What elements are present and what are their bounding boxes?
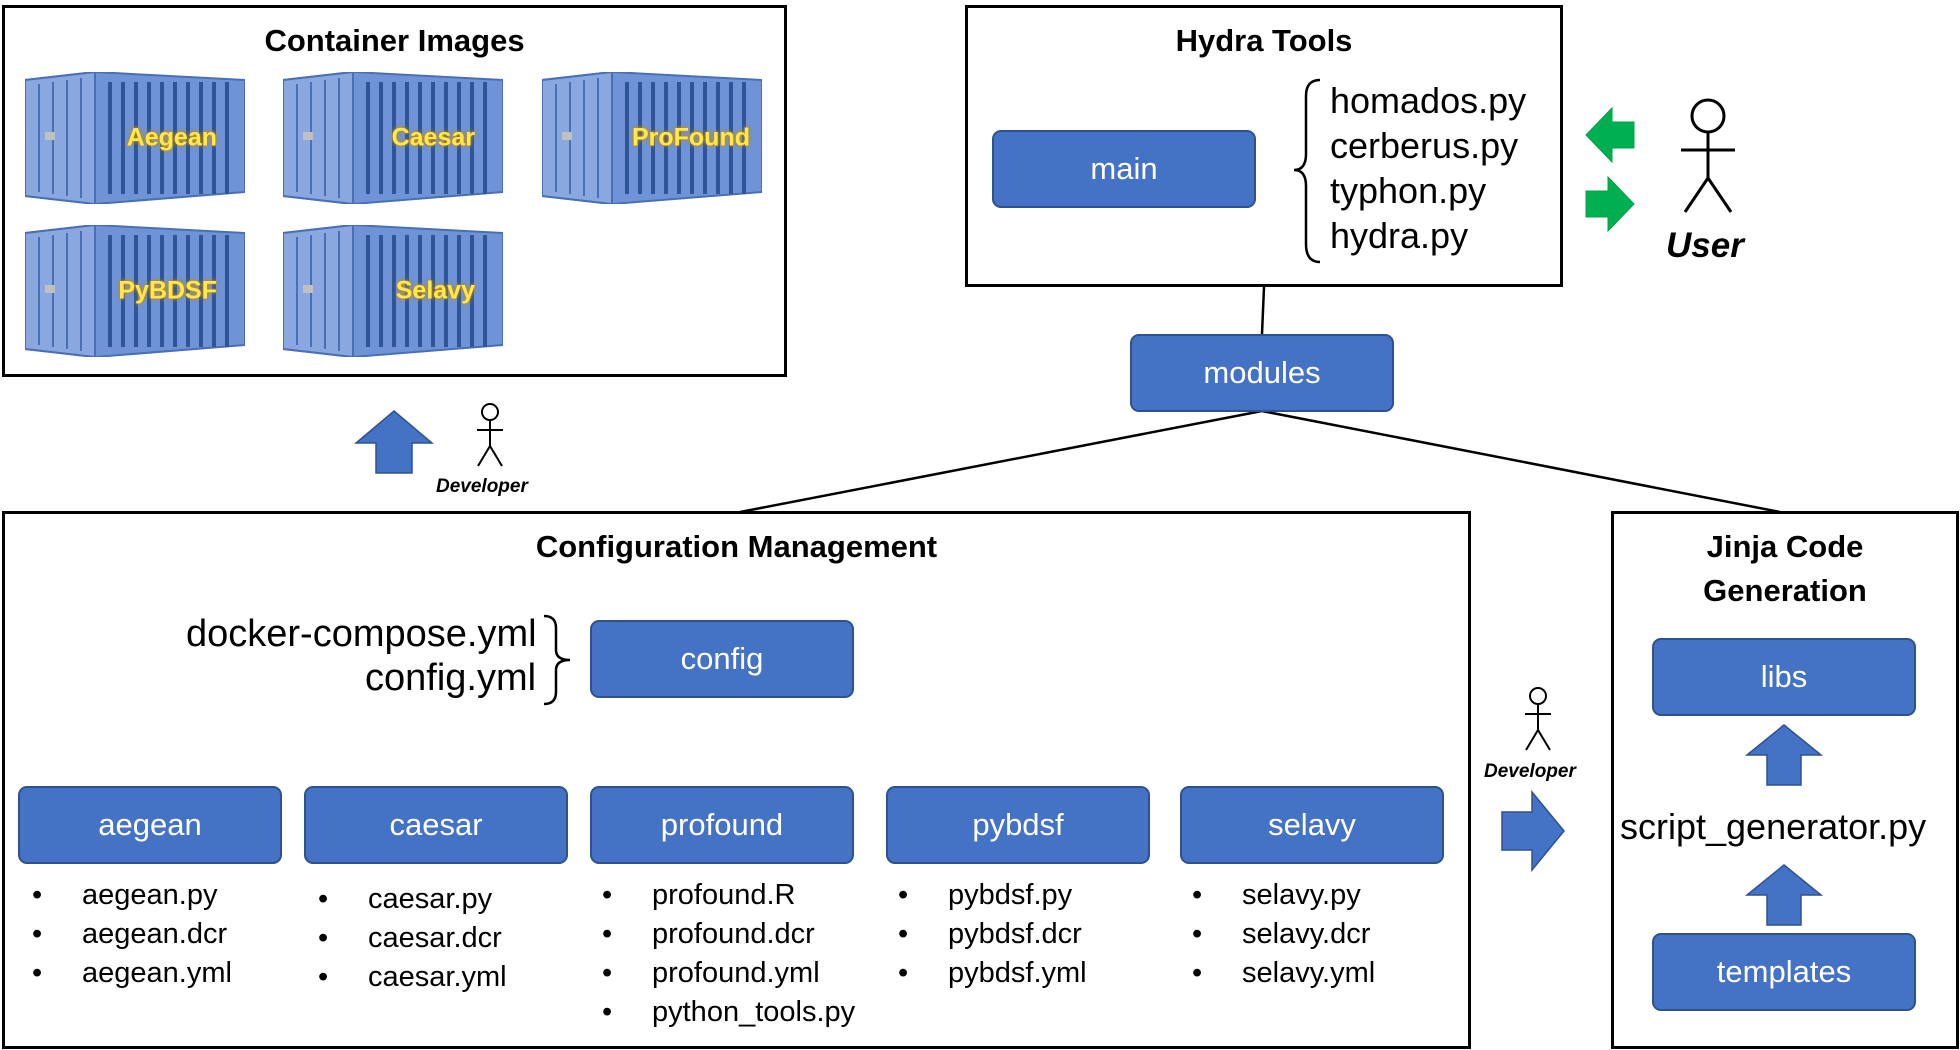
config-node: config bbox=[590, 620, 854, 698]
line-hydra-to-modules bbox=[1260, 286, 1266, 335]
config-mgmt-panel: Configuration Management bbox=[2, 511, 1471, 1049]
selavy-file: selavy.py bbox=[1242, 879, 1361, 911]
hydra-file-homados: homados.py bbox=[1330, 80, 1527, 121]
line-modules-to-jinja bbox=[1261, 409, 1781, 514]
templates-node: templates bbox=[1652, 933, 1916, 1011]
container-profound-graphic bbox=[542, 72, 762, 204]
hydra-file-cerberus: cerberus.py bbox=[1330, 125, 1519, 166]
hydra-file-hydra: hydra.py bbox=[1330, 215, 1469, 256]
aegean-file: aegean.dcr bbox=[82, 918, 228, 950]
jinja-title-line2: Generation bbox=[1703, 573, 1867, 608]
container-selavy-label: Selavy bbox=[395, 276, 475, 305]
selavy-file-list: •selavy.py •selavy.dcr •selavy.yml bbox=[1180, 876, 1375, 993]
tool-node-caesar: caesar bbox=[304, 786, 568, 864]
container-selavy-graphic bbox=[283, 225, 503, 357]
profound-file: profound.dcr bbox=[652, 918, 815, 950]
pybdsf-file: pybdsf.yml bbox=[948, 957, 1087, 989]
caesar-file: caesar.yml bbox=[368, 961, 507, 993]
list-item: •pybdsf.py bbox=[898, 879, 1073, 911]
container-profound: ProFound bbox=[542, 72, 762, 204]
up-arrow-icon bbox=[1745, 864, 1823, 926]
container-aegean-graphic bbox=[25, 72, 245, 204]
right-arrow-icon bbox=[1501, 790, 1565, 872]
container-profound-label: ProFound bbox=[631, 123, 750, 152]
caesar-file: caesar.dcr bbox=[368, 922, 502, 954]
container-caesar-label: Caesar bbox=[391, 123, 475, 152]
selavy-file: selavy.dcr bbox=[1242, 918, 1371, 950]
up-arrow-icon bbox=[354, 410, 434, 474]
list-item: •aegean.dcr bbox=[32, 918, 228, 950]
container-selavy: Selavy bbox=[283, 225, 503, 357]
modules-node: modules bbox=[1130, 334, 1394, 412]
profound-file-list: •profound.R •profound.dcr •profound.yml … bbox=[590, 876, 855, 1032]
developer-right-figure-icon bbox=[1525, 687, 1551, 751]
aegean-file: aegean.yml bbox=[82, 957, 232, 989]
list-item: •caesar.dcr bbox=[318, 922, 502, 954]
list-item: •selavy.yml bbox=[1192, 957, 1376, 989]
line-modules-to-config-mgmt bbox=[739, 409, 1263, 514]
container-pybdsf: PyBDSF bbox=[25, 225, 245, 357]
pybdsf-file-list: •pybdsf.py •pybdsf.dcr •pybdsf.yml bbox=[886, 876, 1087, 993]
config-file-docker-compose: docker-compose.yml bbox=[186, 613, 537, 655]
caesar-file: caesar.py bbox=[368, 883, 493, 915]
config-mgmt-title: Configuration Management bbox=[535, 529, 938, 564]
caesar-file-list: •caesar.py •caesar.dcr •caesar.yml bbox=[306, 880, 507, 997]
script-generator-label: script_generator.py bbox=[1620, 806, 1927, 847]
hydra-tools-title: Hydra Tools bbox=[1175, 23, 1353, 58]
list-item: •caesar.py bbox=[318, 883, 493, 915]
list-item: •aegean.yml bbox=[32, 957, 232, 989]
tool-node-profound: profound bbox=[590, 786, 854, 864]
tool-node-pybdsf: pybdsf bbox=[886, 786, 1150, 864]
developer-right-label: Developer bbox=[1484, 761, 1576, 782]
tool-node-selavy: selavy bbox=[1180, 786, 1444, 864]
green-arrow-right-icon bbox=[1585, 175, 1635, 233]
container-aegean-label: Aegean bbox=[126, 123, 217, 152]
config-files-brace bbox=[543, 614, 571, 706]
hydra-file-typhon: typhon.py bbox=[1330, 170, 1487, 211]
list-item: •caesar.yml bbox=[318, 961, 507, 993]
pybdsf-file: pybdsf.py bbox=[948, 879, 1073, 911]
selavy-file: selavy.yml bbox=[1242, 957, 1376, 989]
tool-node-aegean: aegean bbox=[18, 786, 282, 864]
list-item: •aegean.py bbox=[32, 879, 218, 911]
container-pybdsf-graphic bbox=[25, 225, 245, 357]
config-file-config-yml: config.yml bbox=[365, 657, 537, 699]
list-item: •pybdsf.yml bbox=[898, 957, 1087, 989]
profound-file: profound.R bbox=[652, 879, 796, 911]
developer-left-label: Developer bbox=[436, 476, 528, 497]
up-arrow-icon bbox=[1745, 724, 1823, 786]
list-item: •python_tools.py bbox=[602, 996, 856, 1028]
list-item: •selavy.dcr bbox=[1192, 918, 1371, 950]
list-item: •profound.yml bbox=[602, 957, 820, 989]
container-caesar: Caesar bbox=[283, 72, 503, 204]
container-aegean: Aegean bbox=[25, 72, 245, 204]
container-images-title: Container Images bbox=[264, 23, 525, 58]
user-figure-icon bbox=[1681, 98, 1735, 213]
main-node: main bbox=[992, 130, 1256, 208]
libs-node: libs bbox=[1652, 638, 1916, 716]
jinja-title-line1: Jinja Code bbox=[1706, 529, 1864, 564]
list-item: •selavy.py bbox=[1192, 879, 1361, 911]
list-item: •profound.dcr bbox=[602, 918, 815, 950]
list-item: •pybdsf.dcr bbox=[898, 918, 1082, 950]
green-arrow-left-icon bbox=[1585, 106, 1635, 164]
aegean-file: aegean.py bbox=[82, 879, 218, 911]
profound-file: python_tools.py bbox=[652, 996, 856, 1028]
developer-left-figure-icon bbox=[477, 403, 503, 467]
pybdsf-file: pybdsf.dcr bbox=[948, 918, 1082, 950]
container-pybdsf-label: PyBDSF bbox=[118, 276, 217, 305]
user-label: User bbox=[1666, 226, 1744, 265]
profound-file: profound.yml bbox=[652, 957, 820, 989]
container-caesar-graphic bbox=[283, 72, 503, 204]
aegean-file-list: •aegean.py •aegean.dcr •aegean.yml bbox=[20, 876, 232, 993]
hydra-files-brace bbox=[1293, 78, 1321, 264]
list-item: •profound.R bbox=[602, 879, 796, 911]
